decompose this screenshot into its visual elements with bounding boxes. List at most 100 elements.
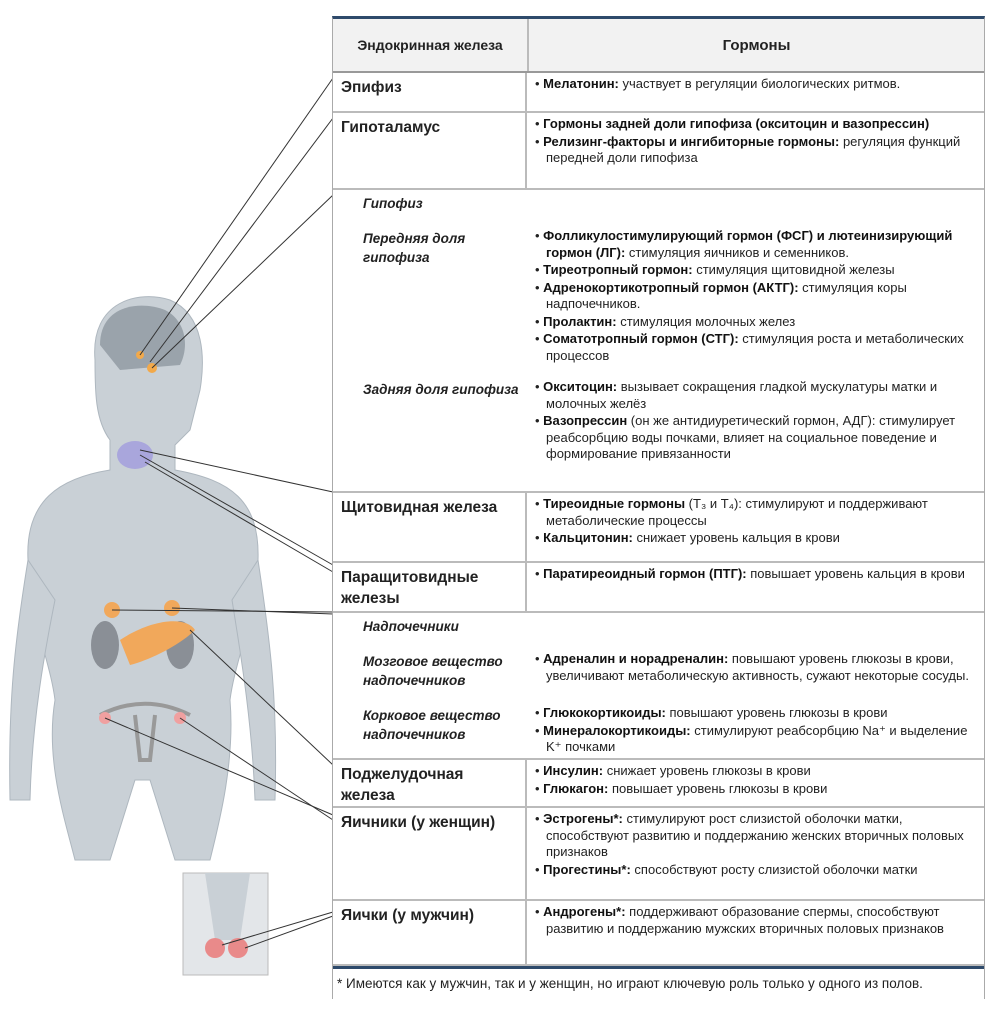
- female-body: [9, 296, 277, 861]
- hormones-cell: • Окситоцин: вызывает сокращения гладкой…: [527, 376, 984, 467]
- hormone-description: (T₃ и T₄): стимулируют и поддерживают ме…: [546, 496, 928, 528]
- hormone-description: стимуляция коры надпочечников.: [546, 279, 907, 312]
- gland-title-row: Гипофиз: [333, 190, 984, 217]
- subsection-name: Передняя доля гипофиза: [363, 231, 466, 265]
- hormone-item: • Окситоцин: вызывает сокращения гладкой…: [535, 379, 938, 411]
- hormone-name: Глюкагон:: [543, 780, 609, 796]
- hormone-item: • Андрогены*: поддерживают образование с…: [535, 904, 944, 936]
- table-row: Яичники (у женщин)• Эстрогены*: стимулир…: [333, 808, 984, 901]
- gland-title-row: Надпочечники: [333, 613, 984, 640]
- gland-name: Щитовидная железа: [333, 493, 527, 561]
- header-hormones: Гормоны: [722, 36, 791, 54]
- table-row: Яички (у мужчин)• Андрогены*: поддержива…: [333, 901, 984, 966]
- brain: [100, 305, 185, 370]
- hormone-name: Прогестины*:: [543, 861, 631, 877]
- hormone-item: • Гормоны задней доли гипофиза (окситоци…: [535, 116, 930, 131]
- subsection-name: Задняя доля гипофиза: [363, 382, 519, 397]
- hormone-item: • Адренокортикотропный гормон (АКТГ): ст…: [535, 279, 907, 312]
- gland-name: Надпочечники: [363, 619, 459, 634]
- hormone-description: способствуют росту слизистой оболочки ма…: [630, 861, 918, 877]
- hormone-item: • Пролактин: стимуляция молочных желез: [535, 313, 796, 329]
- hormone-item: • Минералокортикоиды: стимулируют реабсо…: [535, 722, 968, 755]
- hormone-name: Мелатонин:: [543, 76, 619, 91]
- hormone-description: участвует в регуляции биологических ритм…: [618, 76, 901, 91]
- subsection-name: Корковое вещество надпочечников: [363, 708, 501, 742]
- hormones-cell: • Фолликулостимулирующий гормон (ФСГ) и …: [527, 225, 984, 368]
- hormones-cell: • Эстрогены*: стимулируют рост слизистой…: [527, 808, 984, 899]
- hormone-item: • Кальцитонин: снижает уровень кальция в…: [535, 530, 840, 545]
- subsection: Передняя доля гипофиза • Фолликулостимули…: [333, 225, 984, 368]
- hormone-item: • Тиреоидные гормоны (T₃ и T₄): стимулир…: [535, 496, 928, 528]
- header-gland: Эндокринная железа: [333, 19, 529, 71]
- hormone-name: Фолликулостимулирующий гормон (ФСГ) и лю…: [543, 228, 953, 260]
- gland-name: Поджелудочная железа: [333, 760, 527, 806]
- hormone-item: • Глюкагон: повышает уровень глюкозы в к…: [535, 780, 828, 796]
- table-row: Поджелудочная железа • Инсулин: снижает у…: [333, 760, 984, 808]
- hormone-item: • Эстрогены*: стимулируют рост слизистой…: [535, 811, 964, 859]
- hormone-description: вызывает сокращения гладкой мускулатуры …: [546, 379, 938, 411]
- table-header: Эндокринная железа Гормоны: [333, 19, 984, 73]
- empty-cell: [527, 190, 984, 217]
- hormones-cell: • Гормоны задней доли гипофиза (окситоци…: [527, 113, 984, 188]
- gland-name: Гипоталамус: [333, 113, 527, 188]
- hormone-item: • Глюкокортикоиды: повышают уровень глюк…: [535, 705, 888, 720]
- hormone-item: • Инсулин: снижает уровень глюкозы в кро…: [535, 763, 811, 778]
- hormone-item: • Соматотропный гормон (СТГ): стимуляция…: [535, 331, 964, 363]
- hormone-name: Тиреотропный гормон:: [543, 262, 693, 277]
- endocrine-table: Эндокринная железа Гормоны Эпифиз• Мелат…: [332, 16, 985, 999]
- gland-name: Яички (у мужчин): [333, 901, 527, 964]
- kidney-left: [91, 621, 119, 669]
- hormone-item: • Паратиреоидный гормон (ПТГ): повышает …: [535, 566, 965, 581]
- hormone-description: повышает уровень глюкозы в крови: [608, 780, 828, 796]
- hormone-name: Гормоны задней доли гипофиза (окситоцин …: [543, 116, 930, 131]
- footnote: * Имеются как у мужчин, так и у женщин, …: [333, 966, 984, 999]
- hormone-name: Эстрогены*:: [543, 811, 623, 826]
- hormones-cell: • Глюкокортикоиды: повышают уровень глюк…: [527, 702, 984, 760]
- hormone-name: Адренокортикотропный гормон (АКТГ):: [543, 279, 799, 295]
- hormone-description: повышают уровень глюкозы в крови, увелич…: [546, 651, 969, 683]
- hormone-name: Глюкокортикоиды:: [543, 705, 666, 720]
- hormone-description: стимуляция роста и метаболических процес…: [546, 331, 964, 363]
- thyroid: [117, 441, 153, 469]
- uterus: [99, 701, 191, 762]
- hormones-cell: • Адреналин и норадреналин: повышают уро…: [527, 648, 984, 694]
- hormone-name: Тиреоидные гормоны: [543, 496, 686, 511]
- hormone-description: снижает уровень кальция в крови: [632, 530, 840, 545]
- hormone-description: (он же антидиуретический гормон, АДГ): с…: [546, 413, 956, 461]
- hormone-name: Релизинг-факторы и ингибиторные гормоны:: [543, 133, 840, 149]
- gland-name: Яичники (у женщин): [333, 808, 527, 899]
- hormones-cell: • Инсулин: снижает уровень глюкозы в кро…: [527, 760, 984, 806]
- hormone-item: • Вазопрессин (он же антидиуретический г…: [535, 413, 956, 461]
- gland-name: Гипофиз: [363, 196, 423, 211]
- subsection-name: Мозговое вещество надпочечников: [363, 654, 503, 688]
- hormone-name: Соматотропный гормон (СТГ):: [543, 331, 739, 346]
- hormone-name: Кальцитонин:: [543, 530, 633, 545]
- hormone-item: • Тиреотропный гормон: стимуляция щитови…: [535, 262, 895, 277]
- hormone-description: регуляция функций передней доли гипофиза: [546, 133, 961, 166]
- subsection: Мозговое вещество надпочечников • Адренал…: [333, 648, 984, 694]
- hormone-name: Андрогены*:: [543, 904, 626, 919]
- hormone-name: Пролактин:: [543, 313, 617, 329]
- hormone-name: Паратиреоидный гормон (ПТГ):: [543, 566, 747, 581]
- hormone-item: • Адреналин и норадреналин: повышают уро…: [535, 651, 969, 683]
- table-row: Щитовидная железа• Тиреоидные гормоны (T…: [333, 493, 984, 563]
- hormone-description: стимулируют рост слизистой оболочки матк…: [546, 811, 964, 859]
- hormone-item: • Мелатонин: участвует в регуляции биоло…: [535, 76, 901, 91]
- hormone-item: • Прогестины*: способствуют росту слизис…: [535, 861, 918, 877]
- hormone-item: • Фолликулостимулирующий гормон (ФСГ) и …: [535, 228, 953, 260]
- hormone-description: стимуляция яичников и семенников.: [625, 244, 849, 260]
- hormones-cell: • Паратиреоидный гормон (ПТГ): повышает …: [527, 563, 984, 611]
- hormone-description: стимуляция щитовидной железы: [692, 262, 895, 277]
- hormone-description: снижает уровень глюкозы в крови: [603, 763, 811, 778]
- gland-name: Паращитовидные железы: [333, 563, 527, 611]
- subsection: Корковое вещество надпочечников • Глюкоко…: [333, 702, 984, 760]
- hormones-cell: • Мелатонин: участвует в регуляции биоло…: [527, 73, 984, 111]
- table-row: Эпифиз• Мелатонин: участвует в регуляции…: [333, 73, 984, 113]
- hormone-description: поддерживают образование спермы, способс…: [546, 904, 944, 936]
- testis: [205, 938, 225, 958]
- hormone-description: повышает уровень кальция в крови: [746, 566, 965, 581]
- hormone-name: Инсулин:: [543, 763, 604, 778]
- hormones-cell: • Тиреоидные гормоны (T₃ и T₄): стимулир…: [527, 493, 984, 561]
